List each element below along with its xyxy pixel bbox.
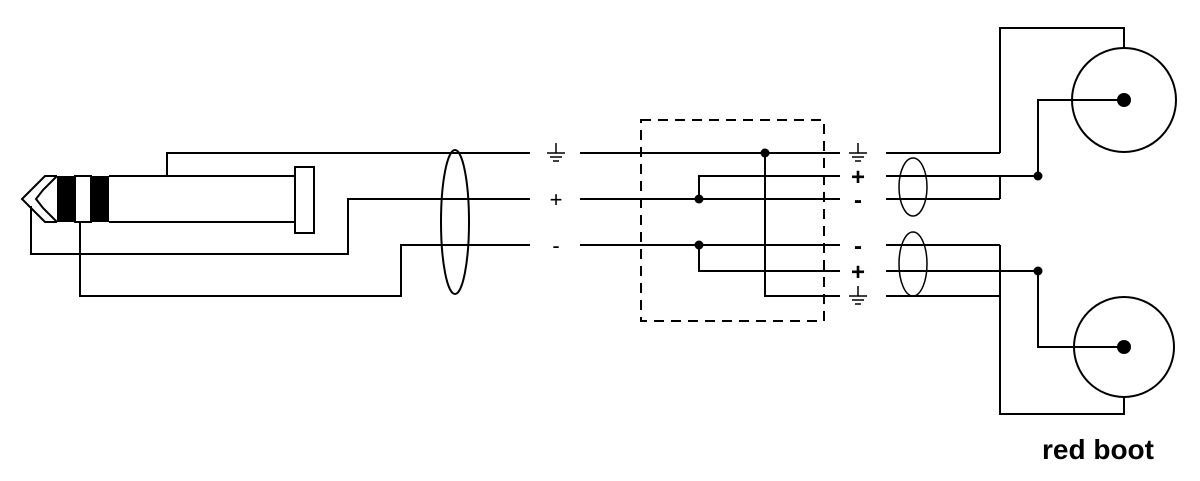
ground-symbol-top	[849, 143, 867, 162]
junction-plus	[694, 194, 704, 204]
plug-ring-band-2	[91, 176, 109, 222]
label-plus-top: +	[851, 164, 865, 191]
junction-rca-bottom	[1033, 266, 1043, 276]
shield-ellipse-left	[440, 149, 470, 295]
wire-ground-left	[166, 152, 530, 176]
rca-top-pin	[1117, 93, 1131, 107]
label-plus-cable: +	[550, 187, 563, 212]
minus-bridge-bottom	[698, 245, 840, 272]
adapter-box	[640, 119, 825, 322]
plug-sleeve	[109, 175, 295, 223]
shield-ellipse-top	[898, 157, 928, 217]
rca-bottom-sleeve-wire	[999, 296, 1125, 415]
ground-bridge	[764, 153, 840, 297]
plug-flange	[294, 166, 315, 234]
trs-plug	[20, 166, 315, 234]
junction-ground	[760, 148, 770, 158]
rca-bottom-pin	[1117, 340, 1131, 354]
label-plus-bottom: +	[851, 259, 865, 286]
adapter-labels: + - - +	[849, 143, 867, 305]
ground-symbol-cable	[547, 143, 565, 162]
plug-wires	[30, 149, 530, 297]
wire-minus-left	[79, 222, 530, 297]
junction-rca-top	[1033, 171, 1043, 181]
label-minus-cable: -	[552, 233, 559, 258]
wire-plus-left	[30, 198, 530, 255]
rca-connector-top	[1071, 47, 1177, 153]
plug-ring-gap	[74, 175, 92, 223]
rca-top-sleeve-wire	[999, 27, 1125, 153]
shield-ellipse-bottom	[898, 231, 928, 297]
cable-labels: + -	[547, 143, 565, 258]
plug-tip-inner	[34, 175, 58, 223]
ground-symbol-bottom	[849, 286, 867, 305]
plug-ring-band-1	[57, 176, 75, 222]
caption-red-boot: red boot	[1042, 434, 1154, 465]
plug-tip-outline	[20, 175, 57, 223]
label-minus-top: -	[854, 187, 862, 214]
adapter-wires	[580, 148, 840, 297]
label-minus-bottom: -	[854, 233, 862, 260]
plus-bridge-top	[698, 175, 840, 199]
rca-connector-bottom	[1073, 296, 1175, 398]
junction-minus	[694, 240, 704, 250]
